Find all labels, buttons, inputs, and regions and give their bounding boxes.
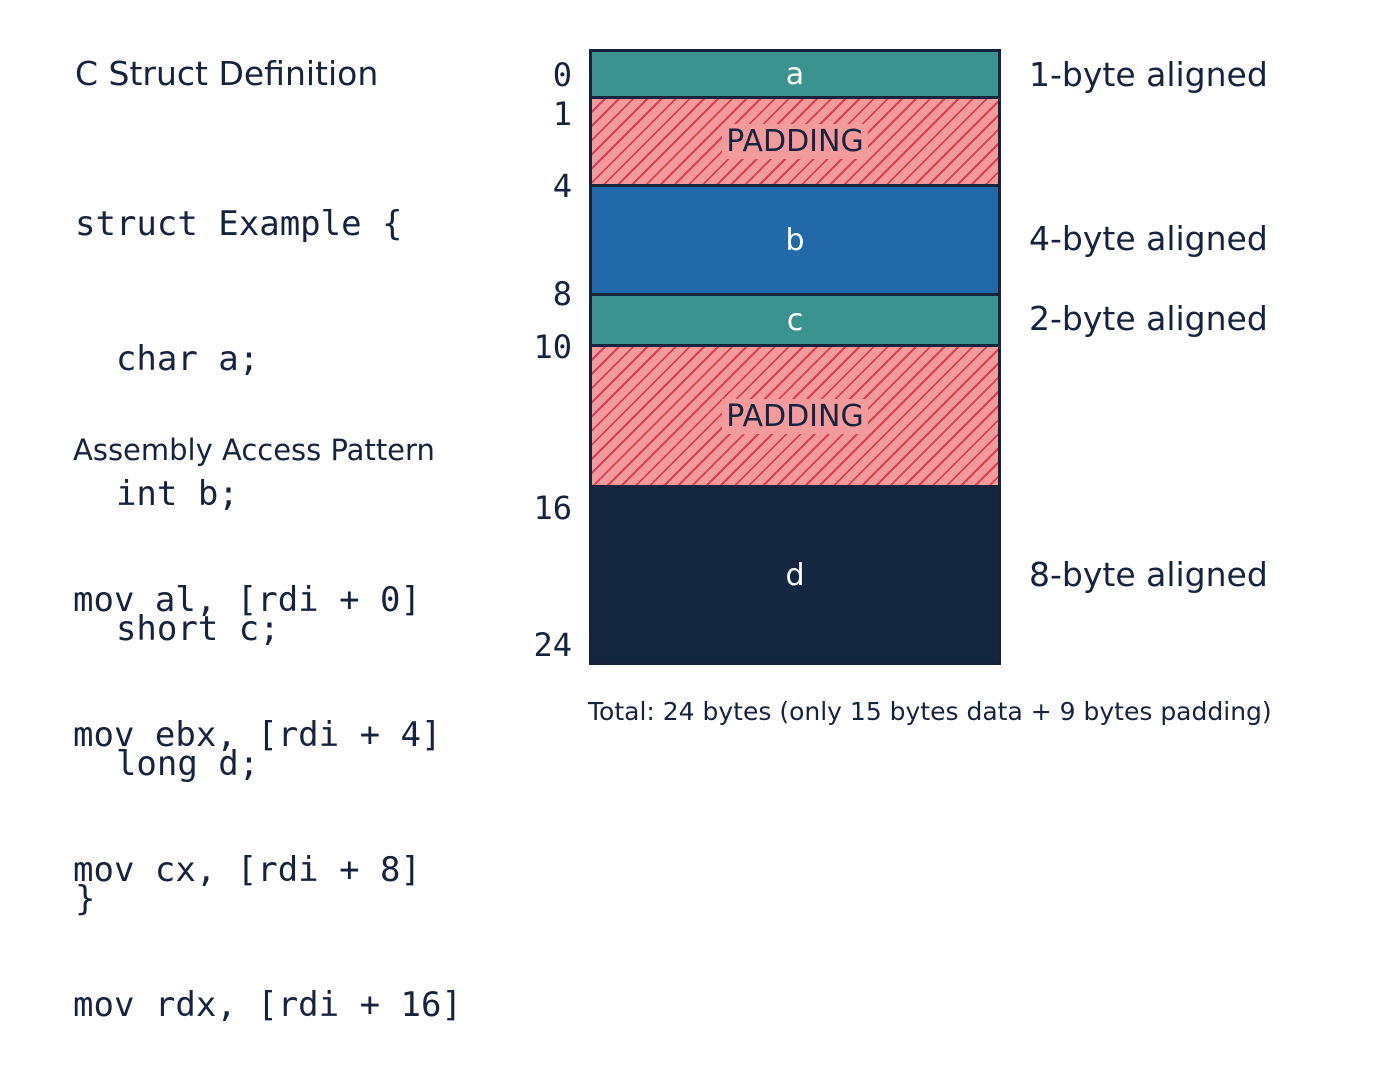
struct-code-line: struct Example { bbox=[75, 204, 403, 244]
alignment-note-c: 2-byte aligned bbox=[1029, 299, 1268, 338]
struct-code-line: short c; bbox=[75, 609, 280, 649]
field-d-block: d bbox=[592, 488, 998, 662]
field-c-block: c bbox=[592, 296, 998, 344]
total-size-note: Total: 24 bytes (only 15 bytes data + 9 … bbox=[588, 697, 1272, 726]
alignment-note-d: 8-byte aligned bbox=[1029, 555, 1268, 594]
offset-label-4: 4 bbox=[552, 167, 572, 205]
field-d-label: d bbox=[785, 557, 805, 593]
padding-block-1: PADDING bbox=[592, 99, 998, 184]
field-c-label: c bbox=[786, 302, 804, 338]
assembly-code-line: mov cx, [rdi + 8] bbox=[73, 850, 421, 890]
assembly-code-line: mov al, [rdi + 0] bbox=[73, 580, 421, 620]
offset-label-1: 1 bbox=[552, 95, 572, 133]
struct-code-block: struct Example { char a; int b; short c;… bbox=[75, 112, 403, 967]
assembly-code-block: mov al, [rdi + 0] mov ebx, [rdi + 4] mov… bbox=[73, 488, 462, 1073]
offset-label-8: 8 bbox=[552, 275, 572, 313]
field-b-block: b bbox=[592, 187, 998, 293]
padding-label-1: PADDING bbox=[722, 124, 868, 159]
padding-block-2: PADDING bbox=[592, 347, 998, 485]
assembly-code-line: mov rdx, [rdi + 16] bbox=[73, 985, 462, 1025]
offset-label-0: 0 bbox=[552, 56, 572, 94]
field-a-label: a bbox=[785, 56, 805, 92]
assembly-code-line: mov ebx, [rdi + 4] bbox=[73, 715, 442, 755]
assembly-pattern-heading: Assembly Access Pattern bbox=[73, 433, 435, 467]
field-a-block: a bbox=[592, 52, 998, 96]
offset-label-24: 24 bbox=[533, 626, 572, 664]
alignment-note-b: 4-byte aligned bbox=[1029, 219, 1268, 258]
struct-code-line: int b; bbox=[75, 474, 239, 514]
offset-label-16: 16 bbox=[533, 489, 572, 527]
padding-label-2: PADDING bbox=[722, 398, 868, 434]
struct-code-line: char a; bbox=[75, 339, 260, 379]
field-b-label: b bbox=[785, 222, 805, 258]
alignment-note-a: 1-byte aligned bbox=[1029, 55, 1268, 94]
memory-layout-diagram: a PADDING b c PADDING d bbox=[589, 49, 1001, 665]
struct-definition-heading: C Struct Definition bbox=[75, 54, 379, 93]
offset-label-10: 10 bbox=[533, 328, 572, 366]
